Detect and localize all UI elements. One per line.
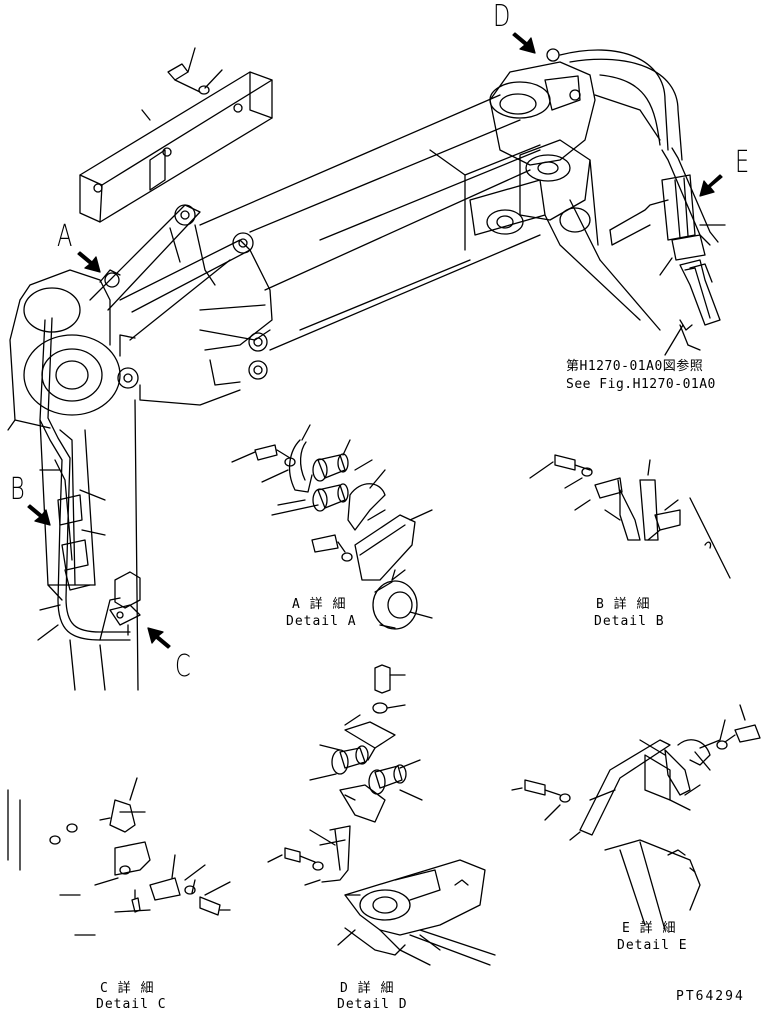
detail-b-parts xyxy=(529,454,731,579)
top-bracket xyxy=(79,47,273,223)
clamp-e-assembly xyxy=(609,147,726,356)
detail-e-caption-jp: E 詳 細 xyxy=(622,921,677,936)
detail-a-parts xyxy=(231,424,433,630)
detail-c-caption-en: Detail C xyxy=(96,997,167,1011)
view-letter-b: B xyxy=(10,472,25,507)
view-letter-a: A xyxy=(57,219,73,254)
view-arrows xyxy=(27,32,723,649)
detail-c-caption-jp: C 詳 細 xyxy=(100,981,155,996)
detail-d-parts xyxy=(267,664,496,966)
boom-body xyxy=(7,48,683,691)
detail-d-caption-en: Detail D xyxy=(337,997,408,1011)
drawing-code: PT64294 xyxy=(676,989,745,1004)
arrow-c-icon xyxy=(147,627,171,649)
detail-a-caption-jp: A 詳 細 xyxy=(292,597,347,612)
reference-note-en: See Fig.H1270-01A0 xyxy=(566,377,716,392)
view-letter-c: C xyxy=(175,649,191,684)
detail-b-caption-jp: B 詳 細 xyxy=(596,597,651,612)
reference-note-jp: 第H1270-01A0図参照 xyxy=(566,359,704,374)
detail-e-caption-en: Detail E xyxy=(617,938,688,953)
detail-e-parts xyxy=(511,704,761,931)
view-letter-e: E xyxy=(735,145,750,180)
reference-leader xyxy=(679,324,701,351)
arrow-e-icon xyxy=(699,174,723,197)
arrow-d-icon xyxy=(512,32,536,54)
detail-b-caption-en: Detail B xyxy=(594,614,665,629)
arrow-a-icon xyxy=(77,251,101,273)
detail-d-caption-jp: D 詳 細 xyxy=(340,981,395,996)
detail-c-parts xyxy=(7,777,231,936)
detail-a-caption-en: Detail A xyxy=(286,614,357,629)
view-letter-d: D xyxy=(493,0,511,34)
arrow-b-icon xyxy=(27,504,51,526)
